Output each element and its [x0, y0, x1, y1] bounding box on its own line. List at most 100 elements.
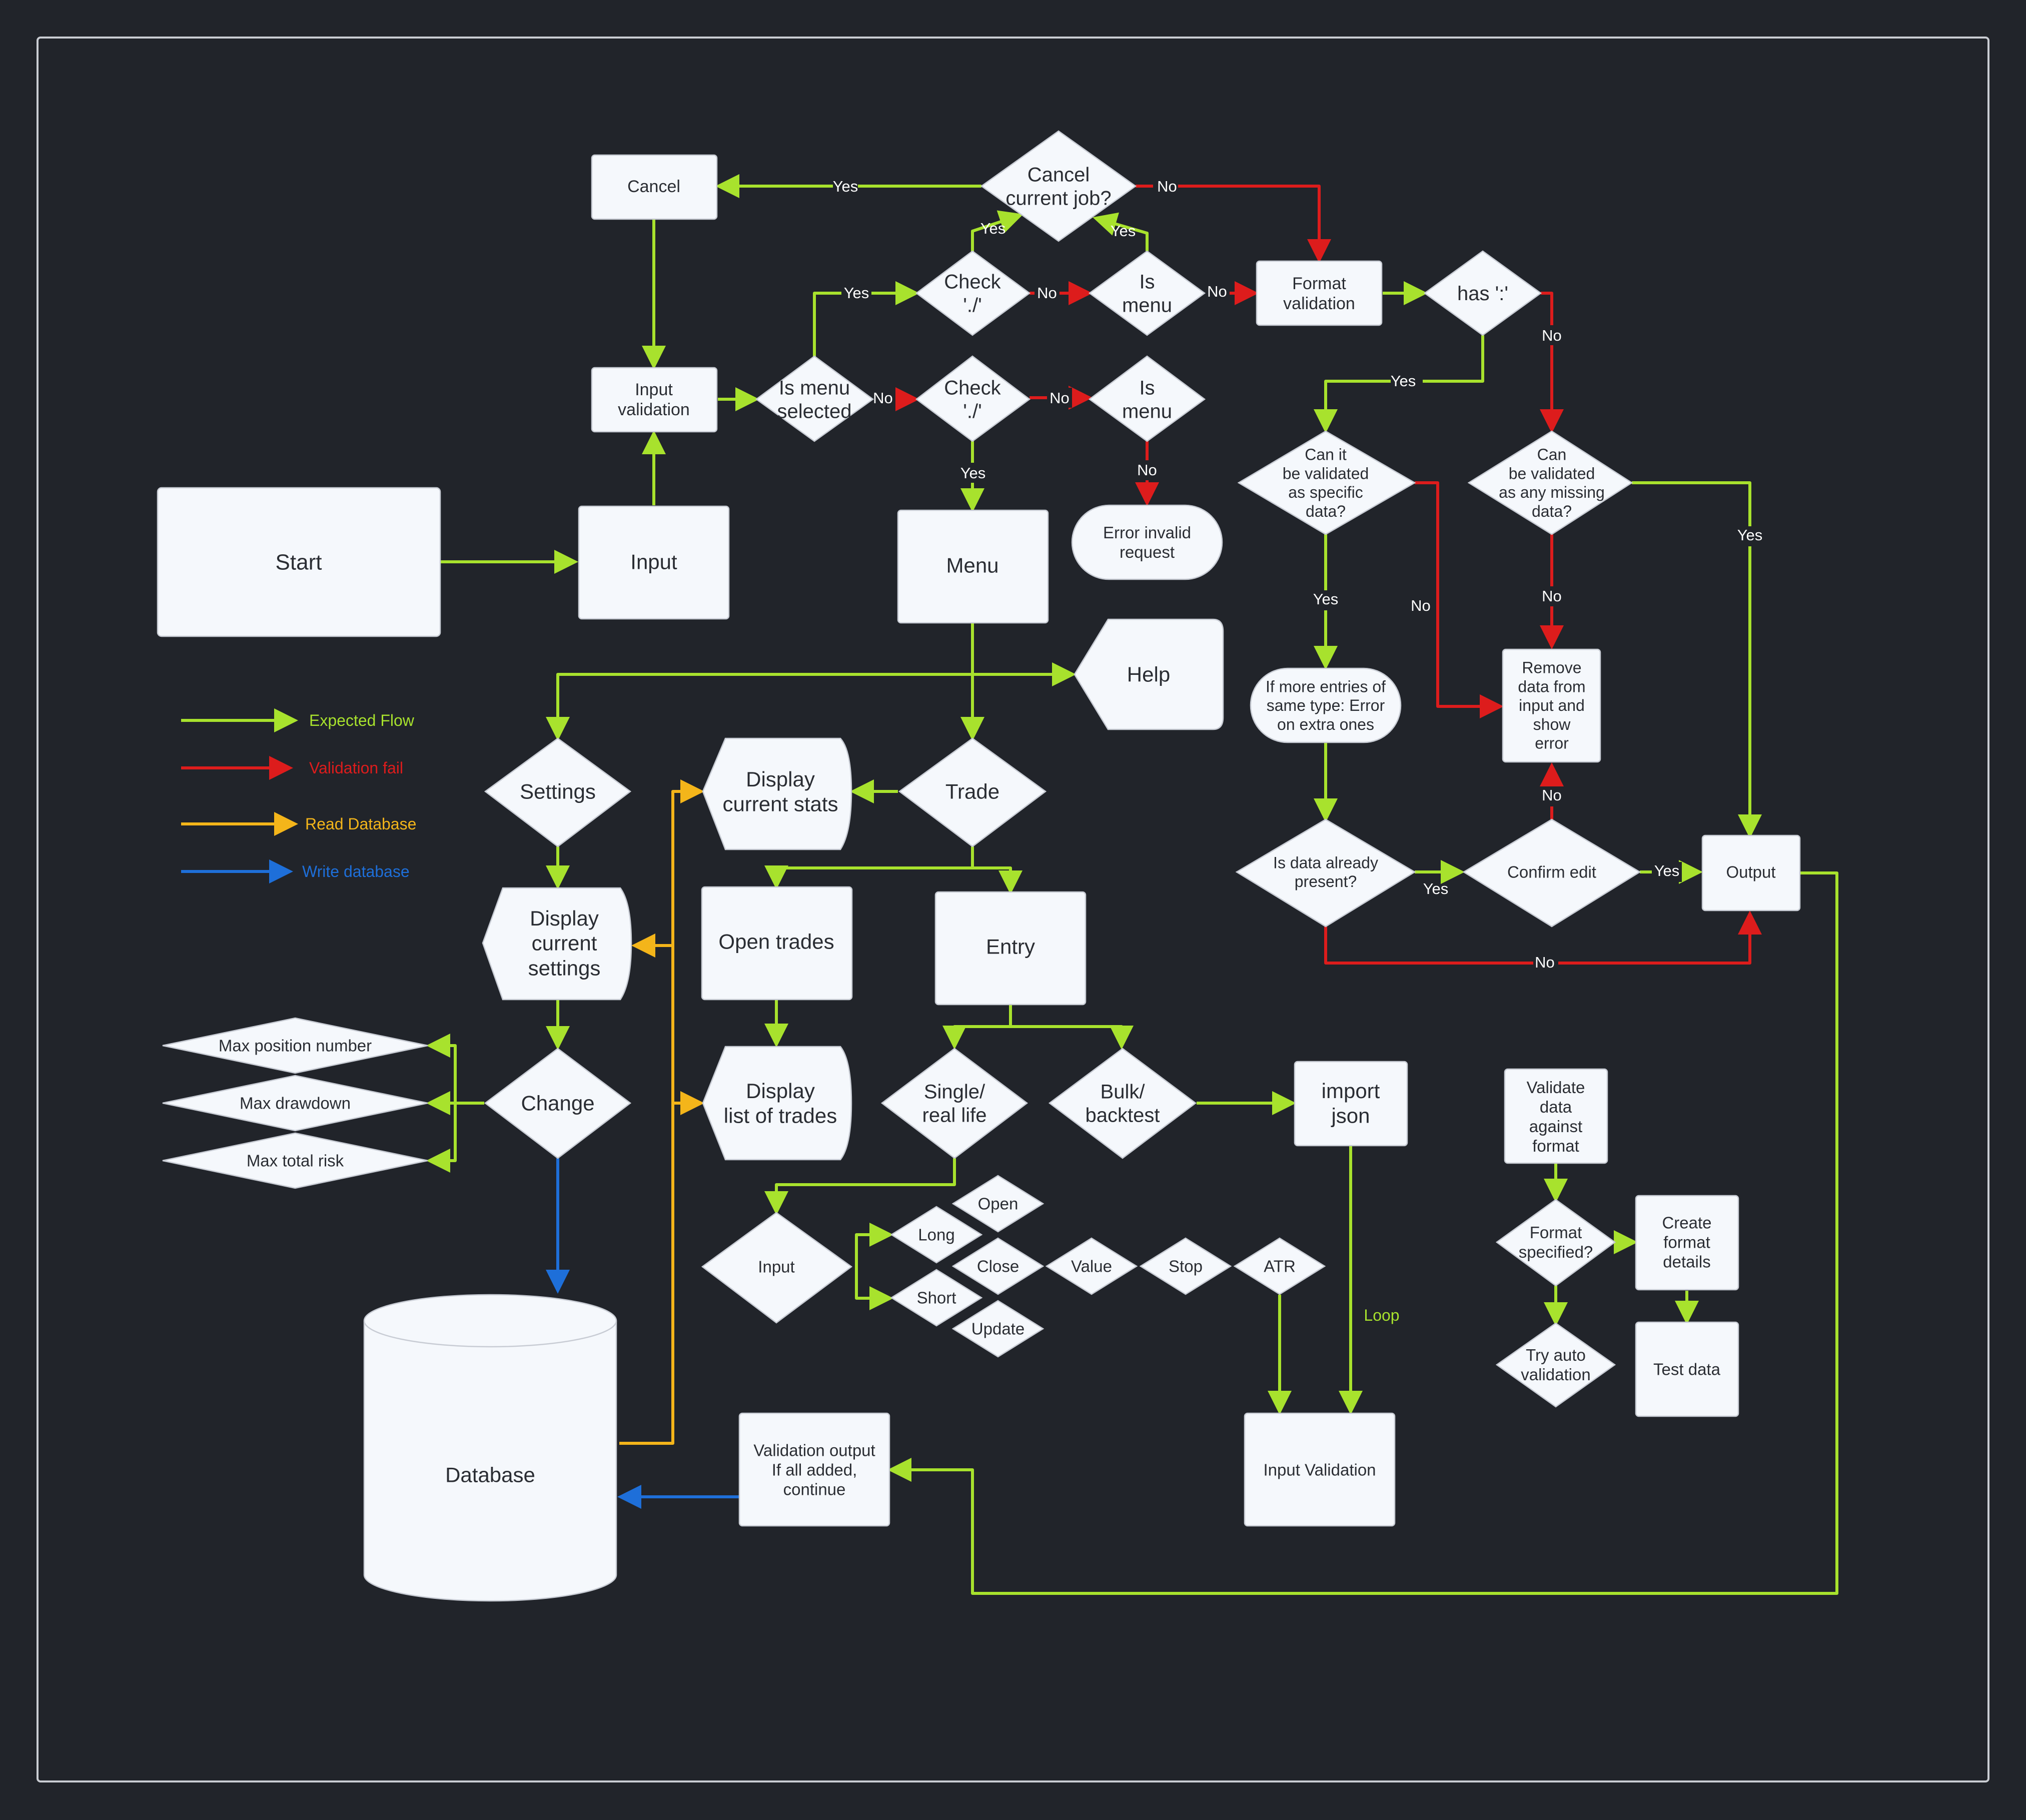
input-node [578, 505, 730, 620]
trade-label: Trade [945, 780, 999, 803]
edge-labels: Yes No Yes Yes Yes No No No No Yes No Ye… [833, 176, 1766, 1324]
edge-inputentry-short [855, 1267, 893, 1310]
atr-label: ATR [1264, 1257, 1296, 1276]
max-position-node [162, 1017, 428, 1074]
help-node [1074, 618, 1224, 730]
input-validation-2-node [1244, 1412, 1396, 1527]
is-menu-bottom-decision [1088, 355, 1206, 442]
edge-ismenutop-canceljob [1093, 212, 1149, 251]
format-validation-node [1256, 260, 1383, 326]
edge-label-no: No [1542, 587, 1562, 605]
legend-fail-label: Validation fail [309, 759, 403, 777]
legend: Expected Flow Validation fail Read Datab… [181, 708, 416, 883]
edge-change-maxrisk [426, 1102, 484, 1173]
edge-entry-bulk [1010, 1025, 1134, 1050]
bulk-decision [1048, 1048, 1197, 1159]
edge-label-yes: Yes [844, 284, 869, 302]
edge-canmissing-output [1632, 481, 1762, 838]
single-decision [880, 1048, 1029, 1159]
single-label: Single/real life [922, 1081, 987, 1126]
edge-label-no: No [1050, 389, 1070, 407]
start-label: Start [276, 550, 322, 574]
is-menu-top-decision [1088, 250, 1206, 336]
menu-label: Menu [946, 554, 998, 577]
entry-node [934, 891, 1087, 1006]
has-colon-label: has ':' [1457, 283, 1508, 305]
edge-label-no: No [1037, 284, 1057, 302]
start-node [157, 487, 441, 637]
edge-trade-opentrades [764, 846, 974, 889]
edge-label-yes: Yes [1111, 222, 1136, 240]
input-validation-node [591, 367, 718, 433]
display-stats-node [702, 737, 852, 850]
max-risk-label: Max total risk [247, 1152, 344, 1170]
close-node [951, 1237, 1045, 1295]
legend-read-label: Read Database [305, 815, 416, 833]
edge-ismenu-checktop [813, 281, 919, 359]
error-invalid-node [1071, 504, 1223, 580]
update-node [951, 1300, 1045, 1358]
open-node [951, 1175, 1045, 1233]
short-node [890, 1269, 983, 1327]
check-bottom-decision [915, 355, 1031, 442]
display-settings-node [482, 887, 632, 1001]
value-label: Value [1071, 1257, 1112, 1276]
stop-node [1139, 1237, 1232, 1295]
edge-label-no: No [1207, 283, 1227, 300]
entry-label: Entry [986, 935, 1035, 959]
open-trades-label: Open trades [718, 930, 834, 954]
check-bottom-label: Check'./' [944, 377, 1001, 422]
confirm-edit-label: Confirm edit [1507, 863, 1596, 881]
max-drawdown-node [162, 1075, 428, 1132]
database-top-rim [363, 1320, 617, 1348]
edge-label-yes: Yes [1391, 372, 1416, 390]
format-specified-decision [1495, 1199, 1616, 1287]
close-label: Close [977, 1257, 1019, 1276]
test-data-node [1635, 1321, 1739, 1417]
edge-label-yes: Yes [1423, 880, 1449, 897]
edge-label-no: No [1137, 461, 1157, 479]
settings-label: Settings [520, 780, 596, 803]
edge-canspecific-remove [1415, 481, 1504, 718]
edge-output-validationoutput [887, 871, 1838, 1595]
output-label: Output [1726, 863, 1775, 881]
input-validation-2-label: Input Validation [1263, 1461, 1376, 1479]
remove-data-node [1502, 648, 1601, 763]
settings-decision [484, 737, 632, 847]
check-top-decision [915, 250, 1031, 336]
edge-label-yes: Yes [980, 220, 1006, 237]
edge-hascolon-canmissing [1540, 292, 1564, 433]
edge-entry-single [942, 1025, 1010, 1050]
edge-label-yes: Yes [1654, 862, 1680, 879]
edge-db-displaystats [619, 779, 704, 1445]
create-format-node [1635, 1195, 1739, 1291]
legend-expected-label: Expected Flow [309, 711, 415, 729]
validation-output-node [738, 1412, 890, 1527]
display-trades-node [702, 1046, 852, 1161]
try-auto-decision [1495, 1322, 1616, 1408]
can-specific-decision [1237, 430, 1416, 535]
edge-label-no: No [1411, 597, 1431, 614]
open-trades-node [701, 886, 853, 1001]
edge-label-no: No [873, 389, 893, 407]
already-present-decision [1235, 818, 1416, 928]
edge-label-no: No [1157, 178, 1177, 195]
check-top-label: Check'./' [944, 271, 1001, 316]
edge-label-no: No [1542, 327, 1562, 344]
edge-label-yes: Yes [1737, 526, 1763, 544]
